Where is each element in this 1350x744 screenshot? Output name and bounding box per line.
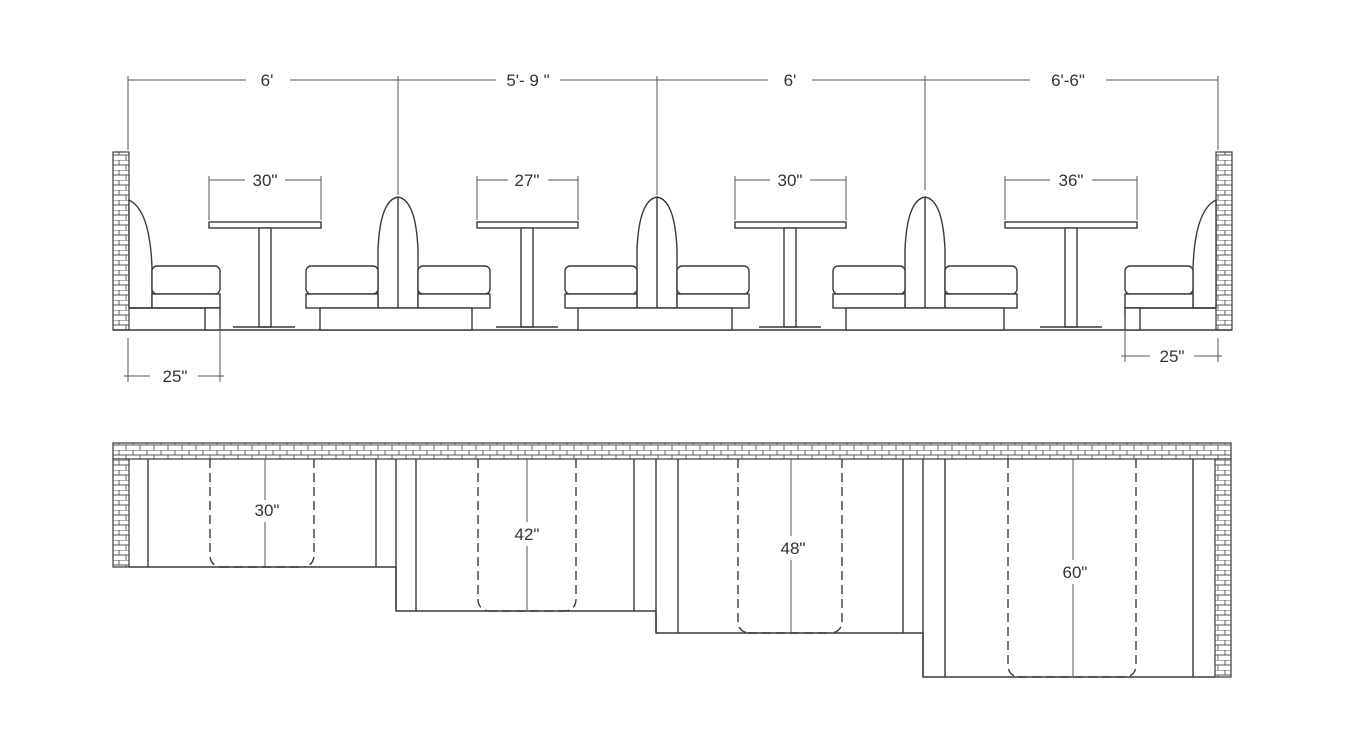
end-seat-depth-label-right: 25" [1160,347,1185,366]
double-booth-3 [832,196,1018,331]
table-top-label-4: 36" [1059,171,1084,190]
plan-booth-depth-label-4: 60" [1063,563,1088,582]
right-brick-wall [1215,151,1233,331]
table-1 [208,176,322,328]
bay-width-label-2: 5'- 9 " [506,71,549,90]
bay-width-label-3: 6' [784,71,797,90]
left-brick-wall [112,151,130,331]
elevation-view: 6' 5'- 9 " 6' 6'-6" 30" [112,71,1233,386]
end-seat-depth-dim-left [124,318,224,382]
end-seat-depth-label-left: 25" [163,367,188,386]
plan-left-brick-wall [112,458,130,568]
table-4 [1004,176,1138,328]
plan-stepped-outline [129,566,1215,678]
plan-booth-section-4 [922,459,1194,678]
table-top-label-2: 27" [515,171,540,190]
plan-top-brick-wall [112,442,1232,460]
end-seat-depth-dim-right [1121,318,1222,362]
table-top-label-1: 30" [253,171,278,190]
plan-booth-depth-label-3: 48" [781,539,806,558]
bay-width-label-1: 6' [261,71,274,90]
table-3 [734,176,847,328]
bay-dimension-line [127,76,1219,195]
plan-view: 30" 42" 48" [112,442,1232,678]
table-top-label-3: 30" [778,171,803,190]
plan-right-brick-wall [1214,458,1232,678]
double-booth-1 [305,196,491,331]
plan-booth-depth-label-1: 30" [255,501,280,520]
plan-booth-section-3 [655,459,904,634]
booth-left-end [128,198,221,331]
table-2 [476,176,579,328]
bay-width-label-4: 6'-6" [1051,71,1085,90]
plan-booth-depth-label-2: 42" [515,525,540,544]
plan-booth-section-2 [395,459,635,612]
booth-right-end [1124,198,1217,331]
plan-booth-section-1 [147,459,377,568]
double-booth-2 [564,196,750,331]
